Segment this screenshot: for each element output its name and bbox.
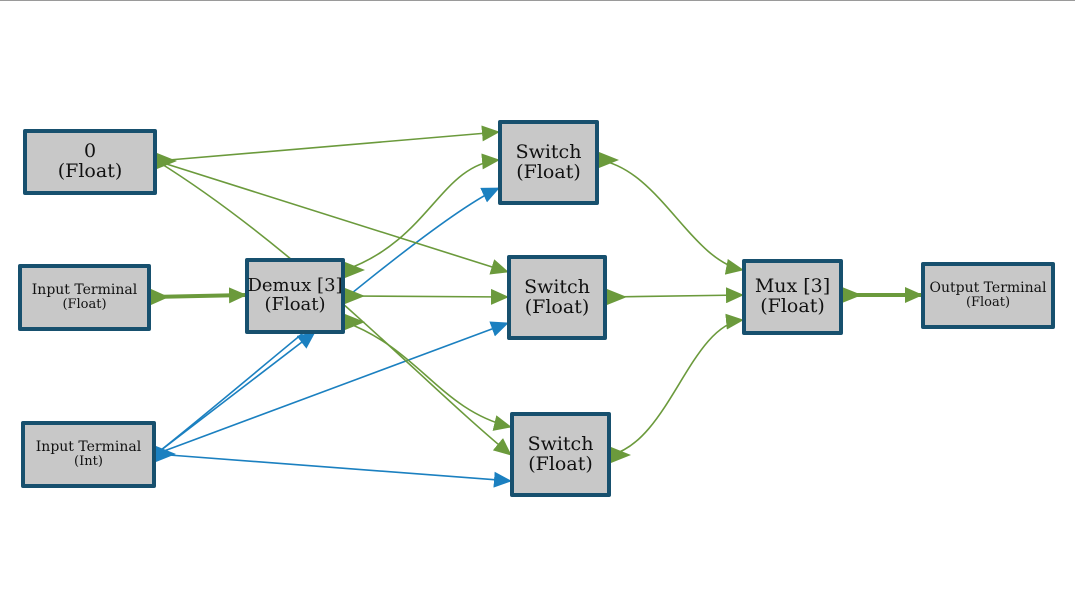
output-port-markers bbox=[151, 152, 862, 463]
node-mux[interactable]: Mux [3] (Float) bbox=[742, 259, 843, 335]
node-title: Input Terminal bbox=[35, 439, 142, 456]
switch1-output-port[interactable] bbox=[599, 152, 619, 168]
edge-int-to-switch3-select[interactable] bbox=[155, 453, 512, 488]
node-title: 0 bbox=[83, 140, 97, 163]
node-type: (Float) bbox=[62, 297, 107, 313]
node-switch-3[interactable]: Switch (Float) bbox=[510, 412, 611, 497]
edge-int-to-switch2-select[interactable] bbox=[155, 321, 509, 455]
edge-switch2-to-mux[interactable] bbox=[606, 287, 744, 304]
node-title: Switch bbox=[515, 140, 582, 163]
edge-const-to-switch1[interactable] bbox=[156, 125, 500, 162]
edge-demux-to-switch2[interactable] bbox=[344, 288, 509, 305]
node-switch-1[interactable]: Switch (Float) bbox=[498, 120, 599, 205]
demux-output-port-1[interactable] bbox=[345, 262, 365, 278]
node-input-terminal-float[interactable]: Input Terminal (Float) bbox=[18, 264, 151, 331]
top-border bbox=[0, 0, 1075, 1]
node-title: Switch bbox=[527, 432, 594, 455]
node-type: (Float) bbox=[264, 294, 326, 315]
node-title: Output Terminal bbox=[929, 280, 1047, 297]
node-title: Input Terminal bbox=[31, 282, 138, 299]
edge-switch1-to-mux[interactable] bbox=[598, 159, 744, 275]
edge-demux-to-switch3[interactable] bbox=[344, 321, 512, 431]
node-type: (Float) bbox=[965, 295, 1011, 311]
edge-switch3-to-mux[interactable] bbox=[610, 313, 744, 456]
node-title: Demux [3] bbox=[247, 275, 343, 297]
node-demux[interactable]: Demux [3] (Float) bbox=[245, 258, 345, 334]
node-input-terminal-int[interactable]: Input Terminal (Int) bbox=[21, 421, 156, 488]
node-title: Switch bbox=[524, 275, 590, 298]
input-float-output-port[interactable] bbox=[151, 289, 169, 305]
node-type: (Float) bbox=[516, 160, 581, 183]
edge-const-to-switch2[interactable] bbox=[156, 160, 509, 275]
edge-const-to-switch3[interactable] bbox=[156, 160, 512, 456]
node-type: (Int) bbox=[74, 454, 103, 470]
node-const-zero[interactable]: 0 (Float) bbox=[23, 129, 157, 195]
node-type: (Float) bbox=[528, 452, 593, 475]
node-type: (Float) bbox=[760, 295, 825, 317]
node-switch-2[interactable]: Switch (Float) bbox=[507, 255, 607, 340]
mux-output-port[interactable] bbox=[842, 287, 862, 303]
switch2-output-port[interactable] bbox=[607, 289, 627, 305]
node-type: (Float) bbox=[57, 160, 123, 182]
const-output-port[interactable] bbox=[157, 153, 177, 169]
node-title: Mux [3] bbox=[754, 275, 831, 298]
input-int-output-port[interactable] bbox=[156, 446, 176, 462]
demux-output-port-2[interactable] bbox=[345, 288, 365, 304]
node-output-terminal[interactable]: Output Terminal (Float) bbox=[921, 262, 1055, 329]
demux-output-port-3[interactable] bbox=[345, 314, 365, 330]
node-type: (Float) bbox=[524, 295, 590, 318]
switch3-output-port[interactable] bbox=[611, 447, 631, 463]
edge-demux-to-switch1[interactable] bbox=[344, 153, 500, 271]
